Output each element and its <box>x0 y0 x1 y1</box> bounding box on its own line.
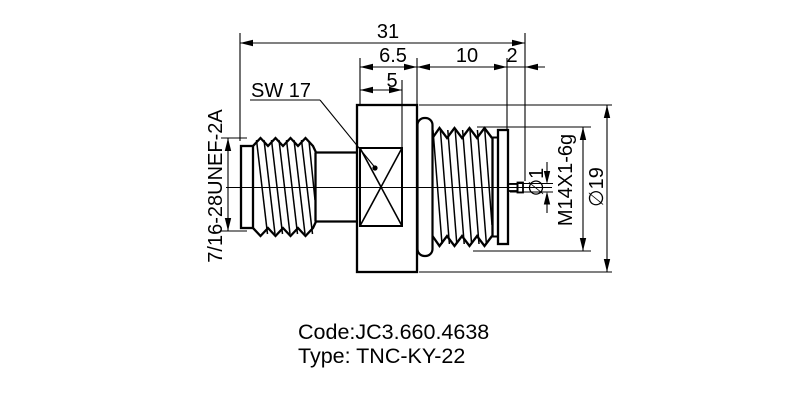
dim-pin-protrusion: 2 <box>506 45 517 67</box>
dimension-arrowheads <box>224 39 611 272</box>
left-thread-bottom <box>252 220 357 238</box>
right-thread-hatch <box>432 129 493 245</box>
leader-dot <box>372 165 378 171</box>
label-pin-diameter: ∅1 <box>526 168 548 197</box>
label-right-thread: M14X1-6g <box>555 134 577 226</box>
connector-body <box>239 103 524 274</box>
left-thread-hatch <box>255 139 316 235</box>
interface-square <box>359 147 403 227</box>
label-body-diameter: ∅19 <box>586 167 608 207</box>
dim-thread-section-length: 10 <box>456 45 478 67</box>
dimension-lines <box>221 33 612 273</box>
footer-type: Type: TNC-KY-22 <box>298 344 465 368</box>
right-thread-top <box>431 126 493 140</box>
left-thread-top <box>252 136 357 154</box>
contact-pin-tip <box>516 181 524 194</box>
gasket-lobe <box>416 116 434 258</box>
dim-hex-length: 6.5 <box>379 45 407 67</box>
label-wrench-size: SW 17 <box>251 80 311 102</box>
footer-code: Code:JC3.660.4638 <box>298 320 489 344</box>
hex-body <box>355 103 419 274</box>
left-end-cap <box>239 144 255 230</box>
sw17-leader-line <box>319 99 376 168</box>
dim-interface-depth: 5 <box>386 70 397 92</box>
interface-square-diagonals <box>359 147 403 227</box>
label-left-thread: 7/16-28UNEF-2A <box>205 109 227 263</box>
dim-overall-length: 31 <box>377 21 399 43</box>
